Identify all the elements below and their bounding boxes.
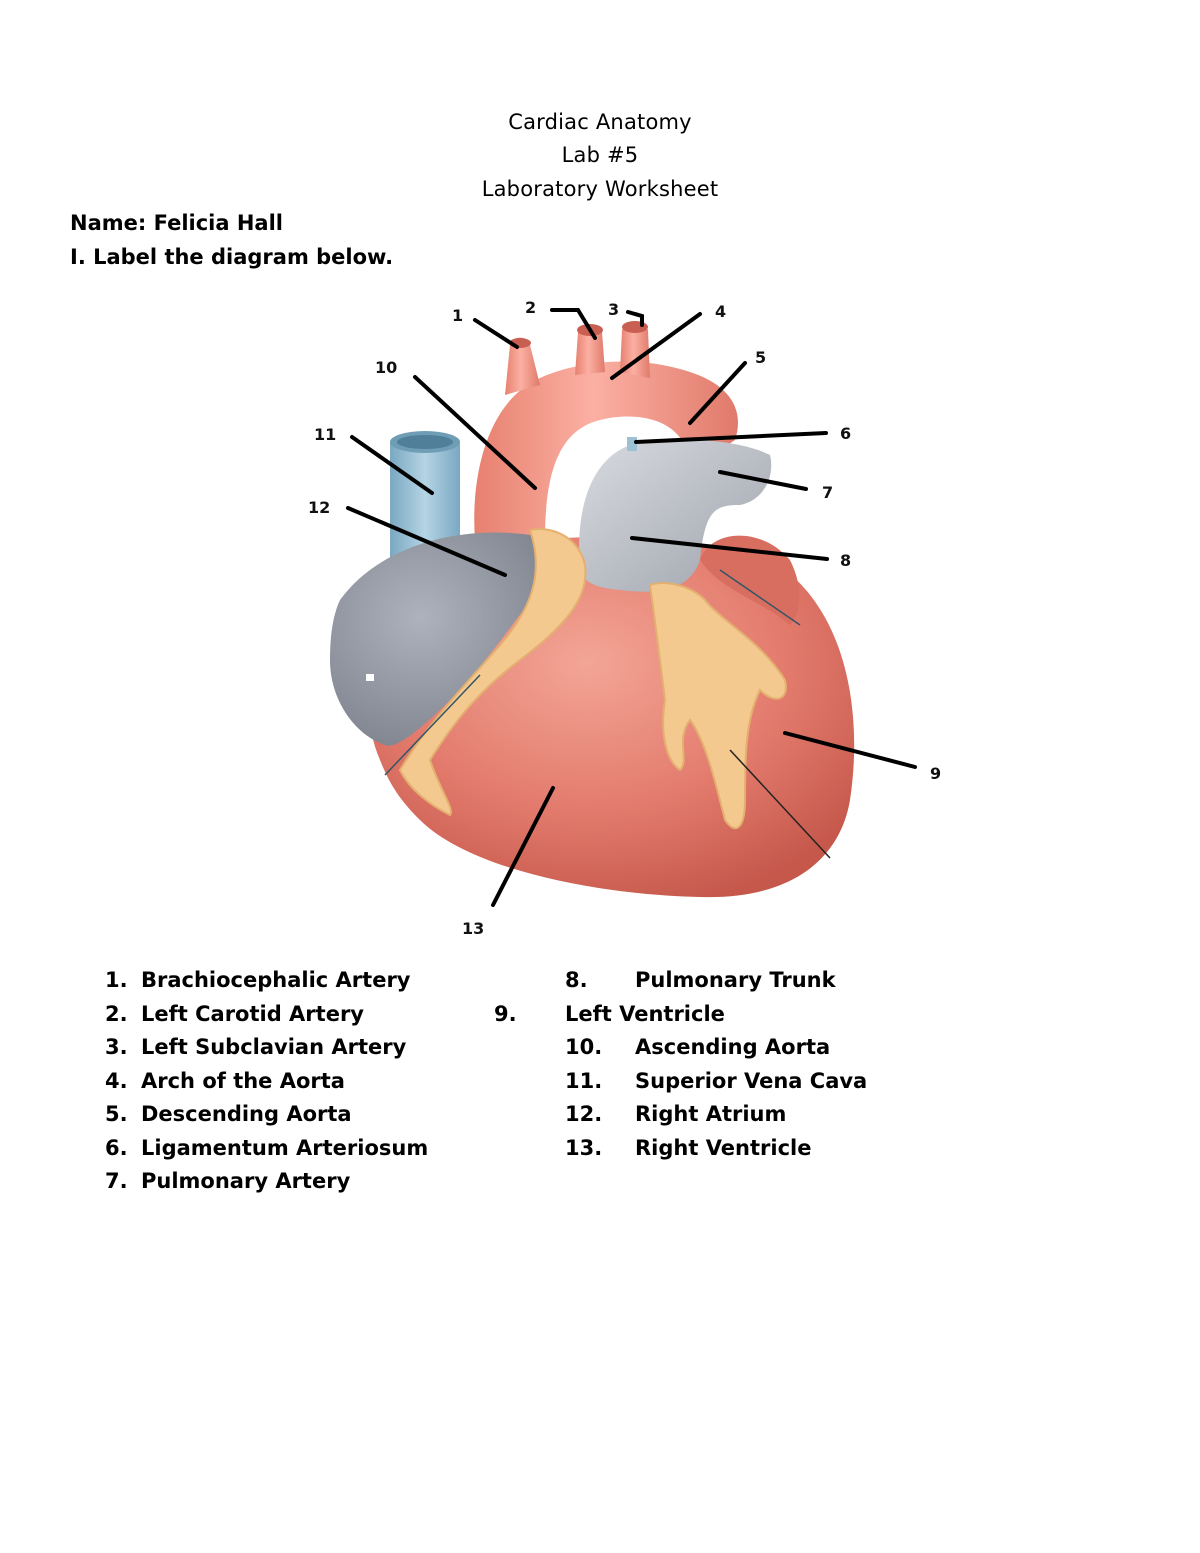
answer-list-right: 8. Pulmonary Trunk 9. Left Ventricle 10.… — [490, 968, 950, 1178]
answer-text: Left Carotid Artery — [141, 1002, 364, 1026]
answer-text: Arch of the Aorta — [141, 1069, 345, 1093]
answer-text: Ligamentum Arteriosum — [141, 1136, 429, 1160]
answer-number: 2. — [105, 1002, 128, 1026]
answer-text: Brachiocephalic Artery — [141, 968, 411, 992]
diagram-label-8: 8 — [840, 551, 851, 570]
diagram-label-12: 12 — [308, 498, 330, 517]
answer-number: 4. — [105, 1069, 128, 1093]
answer-text: Right Atrium — [635, 1102, 787, 1126]
name-line: Name: Felicia Hall — [70, 211, 283, 235]
answer-list-left: 1. Brachiocephalic Artery 2. Left Caroti… — [105, 968, 505, 1208]
worksheet-subtitle: Laboratory Worksheet — [481, 177, 719, 201]
diagram-label-10: 10 — [375, 358, 397, 377]
pulmonary-trunk-shape — [579, 437, 772, 592]
diagram-label-6: 6 — [840, 424, 851, 443]
coronary-vessel-line — [384, 674, 481, 776]
answer-text: Descending Aorta — [141, 1102, 352, 1126]
answer-text: Pulmonary Trunk — [635, 968, 836, 992]
diagram-label-2: 2 — [525, 298, 536, 317]
answer-number: 10. — [565, 1035, 603, 1059]
title: Cardiac Anatomy — [508, 110, 692, 134]
answer-text: Left Ventricle — [565, 1002, 725, 1026]
left-auricle-shape — [700, 535, 800, 625]
answer-text: Left Subclavian Artery — [141, 1035, 407, 1059]
answer-text: Ascending Aorta — [635, 1035, 831, 1059]
diagram-label-4: 4 — [715, 302, 726, 321]
answer-number: 9. — [494, 1002, 517, 1026]
coronary-fat-shape — [398, 528, 787, 830]
atrium-marker — [366, 674, 374, 681]
answer-number: 13. — [565, 1136, 603, 1160]
coronary-vessel-line — [729, 749, 831, 859]
answer-text: Pulmonary Artery — [141, 1169, 351, 1193]
diagram-label-11: 11 — [314, 425, 336, 444]
diagram-label-3: 3 — [608, 300, 619, 319]
answer-number: 6. — [105, 1136, 128, 1160]
instruction: I. Label the diagram below. — [70, 245, 394, 269]
diagram-label-13: 13 — [462, 919, 484, 938]
answer-number: 7. — [105, 1169, 128, 1193]
diagram-label-7: 7 — [822, 483, 833, 502]
coronary-vessel-line — [719, 569, 801, 626]
answer-text: Superior Vena Cava — [635, 1069, 868, 1093]
heart-diagram: 1 2 3 4 5 6 7 8 9 10 11 12 13 — [308, 298, 941, 938]
answer-number: 12. — [565, 1102, 603, 1126]
answer-number: 1. — [105, 968, 128, 992]
lab-number: Lab #5 — [561, 143, 639, 167]
diagram-label-5: 5 — [755, 348, 766, 367]
leader-lines — [346, 308, 917, 907]
diagram-label-9: 9 — [930, 764, 941, 783]
superior-vena-cava-shape — [390, 431, 460, 560]
right-atrium-shape — [330, 532, 557, 746]
answer-text: Right Ventricle — [635, 1136, 812, 1160]
answer-number: 8. — [565, 968, 588, 992]
answer-number: 5. — [105, 1102, 128, 1126]
answer-number: 3. — [105, 1035, 128, 1059]
diagram-label-1: 1 — [452, 306, 463, 325]
answer-number: 11. — [565, 1069, 603, 1093]
